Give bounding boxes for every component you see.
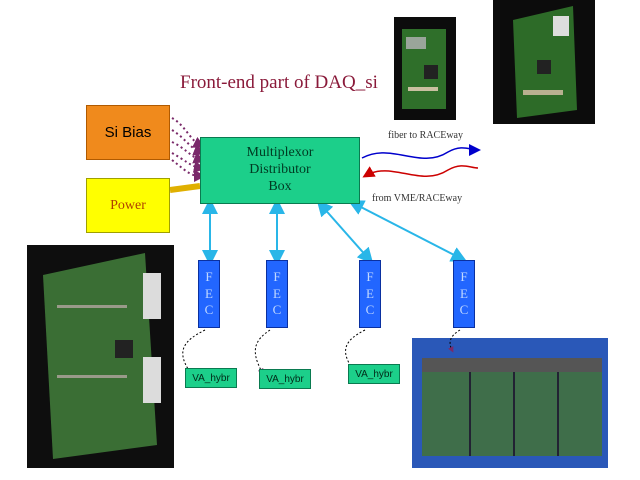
fec-letter: C [272,302,282,318]
fec-letter: F [460,268,468,284]
detector-photo [412,338,608,468]
fiber-to-label: fiber to RACEway [388,130,463,141]
mux-line-3: Box [268,178,292,194]
fec-letter: C [459,302,469,318]
va-hybrid-box-1: VA_hybr [185,368,237,388]
fec-letter: E [273,285,281,301]
board-photo-top-right [493,0,595,124]
fec-letter: F [273,268,281,284]
va-hybrid-box-3: VA_hybr [348,364,400,384]
fec-letter: F [205,268,213,284]
fiber-from-label: from VME/RACEway [372,193,463,204]
power-box: Power [86,178,170,233]
va-hybrid-box-2: VA_hybr [259,369,311,389]
si-bias-box: Si Bias [86,105,170,160]
fec-letter: E [366,285,374,301]
board-photo-top-left [394,17,456,120]
board-photo-left [27,245,174,468]
diagram-title: Front-end part of DAQ_si [180,72,378,93]
mux-line-1: Multiplexor [246,145,314,161]
mux-line-2: Distributor [249,162,311,178]
multiplexer-distributor-box: Multiplexor Distributor Box [200,137,360,204]
fec-letter: C [365,302,375,318]
fec-letter: C [204,302,214,318]
fec-letter: E [205,285,213,301]
fec-letter: E [460,285,468,301]
fec-letter: F [366,268,374,284]
